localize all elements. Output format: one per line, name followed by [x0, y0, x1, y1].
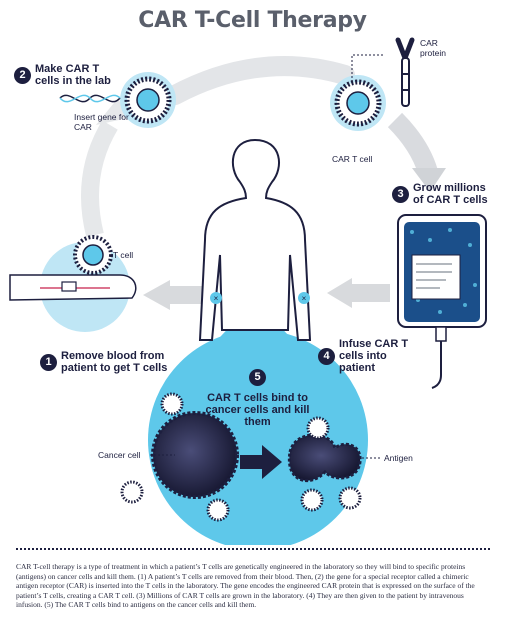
small-car-t-cells — [120, 392, 362, 522]
car-t-cell-label: CAR T cell — [332, 154, 373, 164]
step5-number: 5 — [249, 369, 266, 387]
step5-label: CAR T cells bind to cancer cells and kil… — [205, 392, 310, 428]
cancer-cell-illustration — [150, 411, 380, 499]
svg-text:×: × — [302, 294, 307, 303]
patient-silhouette — [198, 138, 312, 341]
car-t-cell-illustration — [330, 37, 415, 131]
step3-number: 3 — [392, 185, 409, 203]
cycle-arrows — [81, 56, 446, 310]
car-protein-icon — [395, 37, 415, 107]
step2-number: 2 — [14, 66, 31, 84]
t-cell-illustration — [73, 235, 113, 275]
iv-bag-illustration — [397, 214, 487, 389]
step4-label: 4Infuse CAR T cells into patient — [318, 338, 418, 374]
step5-number-wrap: 5 — [249, 369, 270, 387]
section-divider — [16, 548, 490, 550]
lab-cell-illustration — [59, 72, 176, 128]
description-paragraph: CAR T-cell therapy is a type of treatmen… — [16, 562, 475, 610]
page-title: CAR T-Cell Therapy — [138, 8, 367, 33]
therapy-diagram: × × — [9, 37, 487, 545]
step1-number: 1 — [40, 353, 57, 371]
step4-number: 4 — [318, 347, 335, 365]
antigen-label: Antigen — [384, 453, 413, 463]
iv-sites: × × — [210, 292, 310, 304]
car-protein-label: CAR protein — [420, 38, 446, 58]
svg-text:×: × — [214, 294, 219, 303]
insert-gene-label: Insert gene for CAR — [74, 112, 129, 132]
t-cell-label: T cell — [113, 250, 134, 260]
cancer-cell-label: Cancer cell — [98, 450, 141, 460]
